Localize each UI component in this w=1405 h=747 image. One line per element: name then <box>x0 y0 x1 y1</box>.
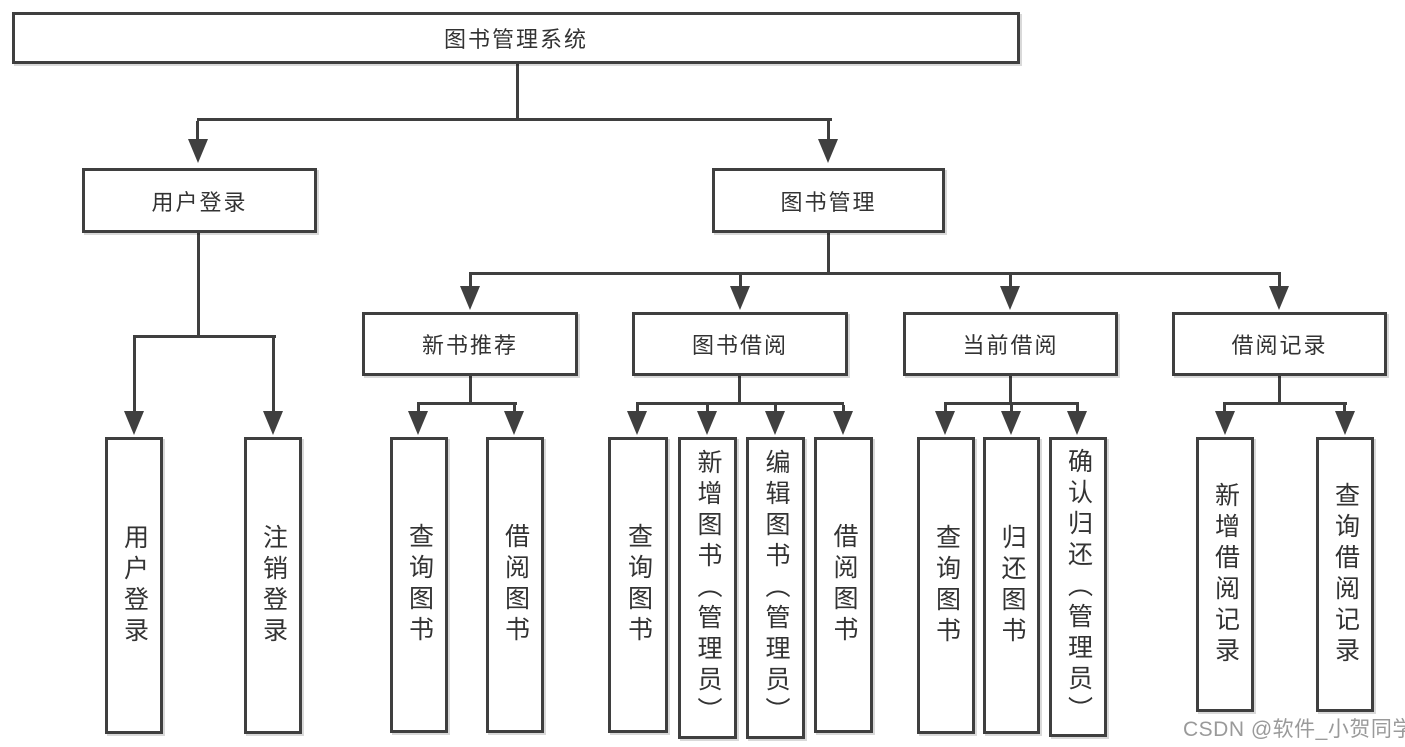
connector-br-hline <box>1223 402 1347 405</box>
csdn-watermark: CSDN @软件_小贺同学 <box>1183 718 1405 741</box>
arrow-to-borrow-record <box>1269 286 1289 310</box>
leaf-nbr-query-book: 查询图书 <box>390 437 448 733</box>
connector-root-stem <box>516 64 519 120</box>
leaf-cb-return-book-label: 归还图书 <box>998 523 1026 648</box>
arrow-to-cb-return-book <box>1001 411 1021 435</box>
arrow-to-user-login <box>188 139 208 163</box>
leaf-bb-query-book: 查询图书 <box>608 437 668 733</box>
arrow-to-cb-confirm-return <box>1067 411 1087 435</box>
arrow-to-br-add-record <box>1215 411 1235 435</box>
leaf-bb-query-book-label: 查询图书 <box>624 523 653 647</box>
arrow-to-book-management <box>818 139 838 163</box>
leaf-bb-borrow-book-label: 借阅图书 <box>830 523 858 647</box>
arrow-to-bb-add-book <box>697 411 717 435</box>
leaf-nbr-query-book-label: 查询图书 <box>405 523 434 647</box>
connector-userlogin-hline <box>133 335 276 338</box>
leaf-cb-confirm-return: 确认归还（管理员） <box>1049 437 1107 737</box>
connector-nbr-stem-1 <box>417 405 420 413</box>
node-book-borrow: 图书借阅 <box>632 312 848 376</box>
connector-cb-hline <box>944 402 1079 405</box>
arrow-to-cb-query-book <box>935 411 955 435</box>
connector-bb-stem-2 <box>706 405 709 413</box>
leaf-br-add-record-label: 新增借阅记录 <box>1211 481 1240 668</box>
leaf-br-add-record: 新增借阅记录 <box>1196 437 1254 712</box>
connector-bb-stem-1 <box>636 405 639 413</box>
leaf-cb-return-book: 归还图书 <box>983 437 1040 734</box>
node-root-label: 图书管理系统 <box>443 27 588 52</box>
arrow-to-book-borrow <box>730 286 750 310</box>
node-current-borrow-label: 当前借阅 <box>962 333 1059 358</box>
node-current-borrow: 当前借阅 <box>903 312 1118 376</box>
arrow-to-nbr-borrow-book <box>504 411 524 435</box>
connector-nbr-stem <box>469 376 472 405</box>
leaf-cb-query-book-label: 查询图书 <box>932 523 961 648</box>
node-book-borrow-label: 图书借阅 <box>691 333 788 358</box>
leaf-nbr-borrow-book: 借阅图书 <box>486 437 544 733</box>
connector-bb-stem-3 <box>774 405 777 413</box>
arrow-to-br-query-record <box>1335 411 1355 435</box>
leaf-bb-edit-book-label: 编辑图书（管理员） <box>762 448 790 728</box>
leaf-br-query-record: 查询借阅记录 <box>1316 437 1374 712</box>
node-book-management: 图书管理 <box>712 168 945 233</box>
arrow-to-bb-edit-book <box>765 411 785 435</box>
connector-userlogin-right-stem <box>272 338 275 414</box>
node-new-book-recommend-label: 新书推荐 <box>421 333 518 358</box>
connector-cb-stem <box>1009 376 1012 405</box>
node-root: 图书管理系统 <box>12 12 1020 64</box>
node-user-login: 用户登录 <box>82 168 317 233</box>
connector-nbr-hline <box>417 402 517 405</box>
leaf-bb-add-book-label: 新增图书（管理员） <box>694 448 722 728</box>
connector-br-stem-2 <box>1343 405 1346 413</box>
leaf-br-query-record-label: 查询借阅记录 <box>1331 481 1360 668</box>
arrow-to-bb-borrow-book <box>833 411 853 435</box>
connector-br-stem-1 <box>1223 405 1226 413</box>
connector-cb-stem-2 <box>1010 405 1013 413</box>
leaf-bb-borrow-book: 借阅图书 <box>814 437 873 733</box>
connector-br-stem <box>1278 376 1281 405</box>
arrow-to-bb-query-book <box>627 411 647 435</box>
connector-bb-stem-4 <box>842 405 845 413</box>
connector-cb-stem-1 <box>944 405 947 413</box>
leaf-cb-query-book: 查询图书 <box>917 437 975 734</box>
connector-root-right-stem <box>827 121 830 141</box>
connector-bb-stem <box>738 376 741 405</box>
arrow-to-current-borrow <box>1000 286 1020 310</box>
connector-bookmgmt-stem-2 <box>739 275 742 287</box>
connector-bookmgmt-stem <box>827 233 830 275</box>
connector-bookmgmt-hline <box>469 272 1281 275</box>
leaf-logout-label: 注销登录 <box>259 523 288 648</box>
connector-cb-stem-3 <box>1076 405 1079 413</box>
arrow-to-leaf-user-login <box>124 411 144 435</box>
node-book-management-label: 图书管理 <box>780 189 877 215</box>
connector-bookmgmt-stem-4 <box>1278 275 1281 287</box>
connector-root-hline <box>197 118 832 121</box>
node-borrow-record: 借阅记录 <box>1172 312 1387 376</box>
leaf-nbr-borrow-book-label: 借阅图书 <box>501 523 530 647</box>
node-borrow-record-label: 借阅记录 <box>1231 333 1328 358</box>
leaf-bb-edit-book: 编辑图书（管理员） <box>746 437 805 739</box>
connector-userlogin-left-stem <box>133 338 136 414</box>
connector-bookmgmt-stem-3 <box>1009 275 1012 287</box>
leaf-user-login-label: 用户登录 <box>120 523 149 648</box>
arrow-to-nbr-query-book <box>408 411 428 435</box>
leaf-logout: 注销登录 <box>244 437 302 734</box>
connector-bookmgmt-stem-1 <box>469 275 472 287</box>
connector-nbr-stem-2 <box>513 405 516 413</box>
leaf-bb-add-book: 新增图书（管理员） <box>678 437 737 739</box>
node-new-book-recommend: 新书推荐 <box>362 312 578 376</box>
leaf-user-login: 用户登录 <box>105 437 163 734</box>
leaf-cb-confirm-return-label: 确认归还（管理员） <box>1064 447 1093 727</box>
connector-bb-hline <box>636 402 844 405</box>
node-user-login-label: 用户登录 <box>151 189 248 215</box>
connector-root-left-stem <box>196 121 199 141</box>
arrow-to-new-book-recommend <box>460 286 480 310</box>
arrow-to-leaf-logout <box>263 411 283 435</box>
connector-userlogin-stem <box>197 233 200 338</box>
